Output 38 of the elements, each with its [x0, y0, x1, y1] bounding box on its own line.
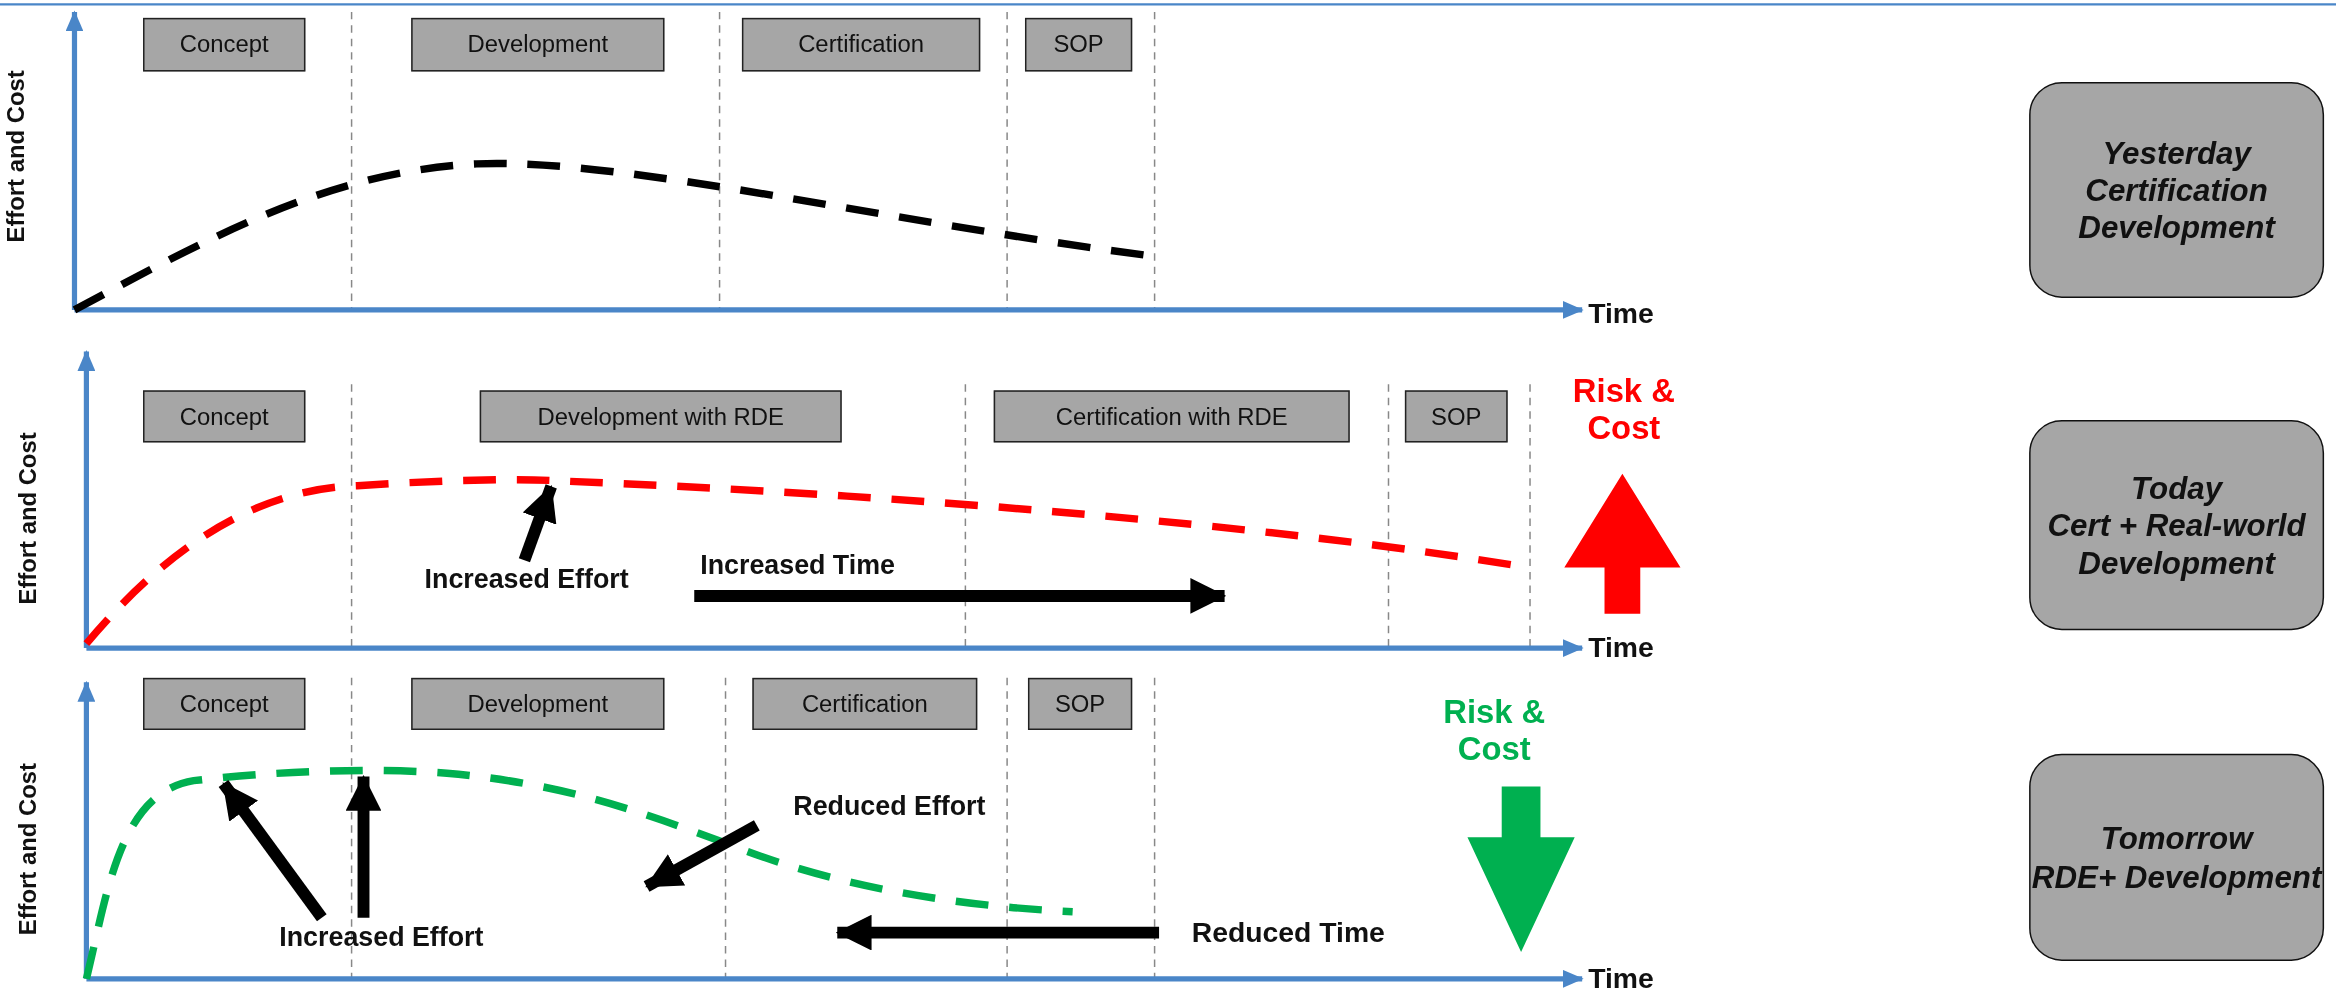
arrow — [218, 779, 327, 922]
phase-box: Concept — [143, 390, 306, 443]
phase-box: SOP — [1027, 677, 1133, 730]
era-box — [2029, 420, 2325, 631]
phase-box: SOP — [1025, 17, 1133, 72]
era-box — [2029, 753, 2325, 961]
phase-box: Certification with RDE — [993, 390, 1350, 443]
phase-box: Certification — [752, 677, 978, 730]
axis-label: Effort and Cost — [14, 763, 42, 936]
risk-cost-label: Risk & Cost — [1442, 692, 1547, 769]
phase-box: Concept — [143, 677, 306, 730]
axis-label: Time — [1588, 631, 1654, 665]
axis-label: Effort and Cost — [14, 432, 42, 605]
era-subtitle: Cert + Real-world Development — [2046, 506, 2307, 582]
axis-label: Effort and Cost — [3, 70, 30, 243]
arrow — [643, 820, 760, 892]
axis-label: Time — [1588, 962, 1654, 995]
phase-box: Development with RDE — [479, 390, 842, 443]
risk-cost-label: Risk & Cost — [1571, 372, 1676, 448]
arrow — [345, 774, 382, 918]
phase-box: Development — [411, 677, 665, 730]
phase-box: SOP — [1404, 390, 1508, 443]
era-heading: Today — [2131, 469, 2223, 507]
arrow — [518, 484, 557, 563]
annotation-label: Increased Effort — [238, 917, 525, 957]
phase-box: Certification — [741, 17, 981, 72]
annotation-label: Reduced Effort — [756, 786, 1022, 826]
axis-label: Time — [1588, 297, 1654, 331]
era-subtitle: RDE+ Development — [2031, 857, 2322, 895]
annotation-label: Increased Effort — [381, 560, 672, 599]
phase-box: Development — [411, 17, 665, 72]
era-box — [2029, 81, 2325, 298]
era-heading: Yesterday — [2102, 134, 2251, 172]
direction-label: Reduced Time — [1191, 916, 1385, 949]
direction-label: Increased Time — [700, 549, 895, 581]
era-subtitle: Certification Development — [2077, 171, 2277, 247]
phase-box: Concept — [143, 17, 306, 72]
era-heading: Tomorrow — [2100, 820, 2253, 858]
